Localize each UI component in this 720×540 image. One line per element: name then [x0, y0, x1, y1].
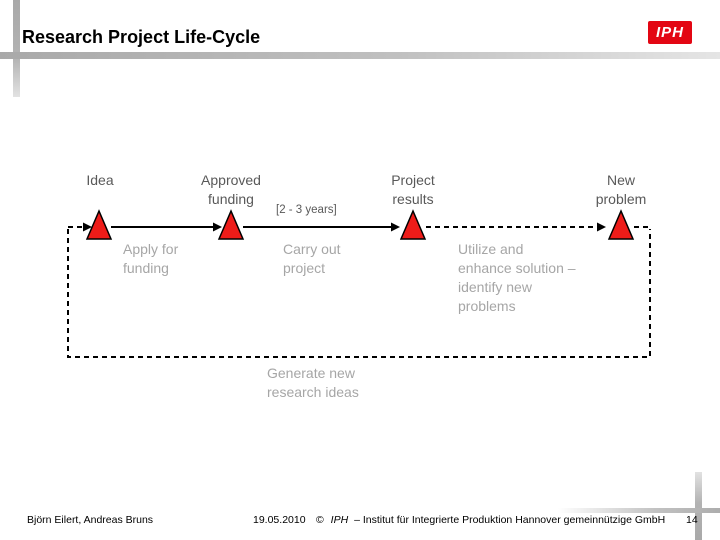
arrowhead-3 — [391, 222, 400, 232]
milestone-triangle-project-results — [399, 209, 427, 240]
phase-label-carry-out-project: Carry out project — [283, 241, 341, 276]
phase-label-utilize-solution: Utilize and enhance solution – identify … — [458, 241, 576, 314]
copyright-text: – Institut für Integrierte Produktion Ha… — [354, 514, 666, 526]
phase-label-apply-for-funding: Apply for funding — [123, 241, 179, 276]
decorative-vertical-bar-top-left — [13, 0, 20, 97]
copyright-symbol: © — [316, 514, 324, 526]
footer-authors: Björn Eilert, Andreas Bruns — [27, 514, 154, 526]
milestone-triangle-approved-funding — [217, 209, 245, 240]
loop-note-generate-ideas: Generate new research ideas — [267, 365, 359, 400]
duration-note: [2 - 3 years] — [276, 204, 337, 216]
arrowhead-1 — [83, 222, 92, 232]
footer-date: 19.05.2010 — [253, 514, 306, 526]
arrowhead-4 — [597, 222, 606, 232]
iph-logo: IPH — [648, 21, 692, 44]
decorative-horizontal-bar-bottom-right — [558, 508, 720, 513]
decorative-vertical-bar-bottom-right — [695, 472, 702, 540]
milestone-label-approved-funding: Approved funding — [201, 172, 261, 207]
arrowhead-2 — [213, 222, 222, 232]
footer-page-number: 14 — [686, 514, 698, 526]
milestone-triangle-idea — [85, 209, 113, 240]
slide-title: Research Project Life-Cycle — [22, 27, 261, 47]
copyright-org: IPH — [330, 514, 349, 526]
footer-copyright: © IPH – Institut für Integrierte Produkt… — [316, 514, 665, 526]
milestone-label-new-problem: New problem — [595, 172, 647, 207]
milestone-label-idea: Idea — [86, 172, 114, 188]
decorative-horizontal-bar-top — [0, 52, 720, 59]
dashed-loop-box — [67, 229, 651, 358]
milestone-label-project-results: Project results — [391, 172, 435, 207]
milestone-triangle-new-problem — [607, 209, 635, 240]
